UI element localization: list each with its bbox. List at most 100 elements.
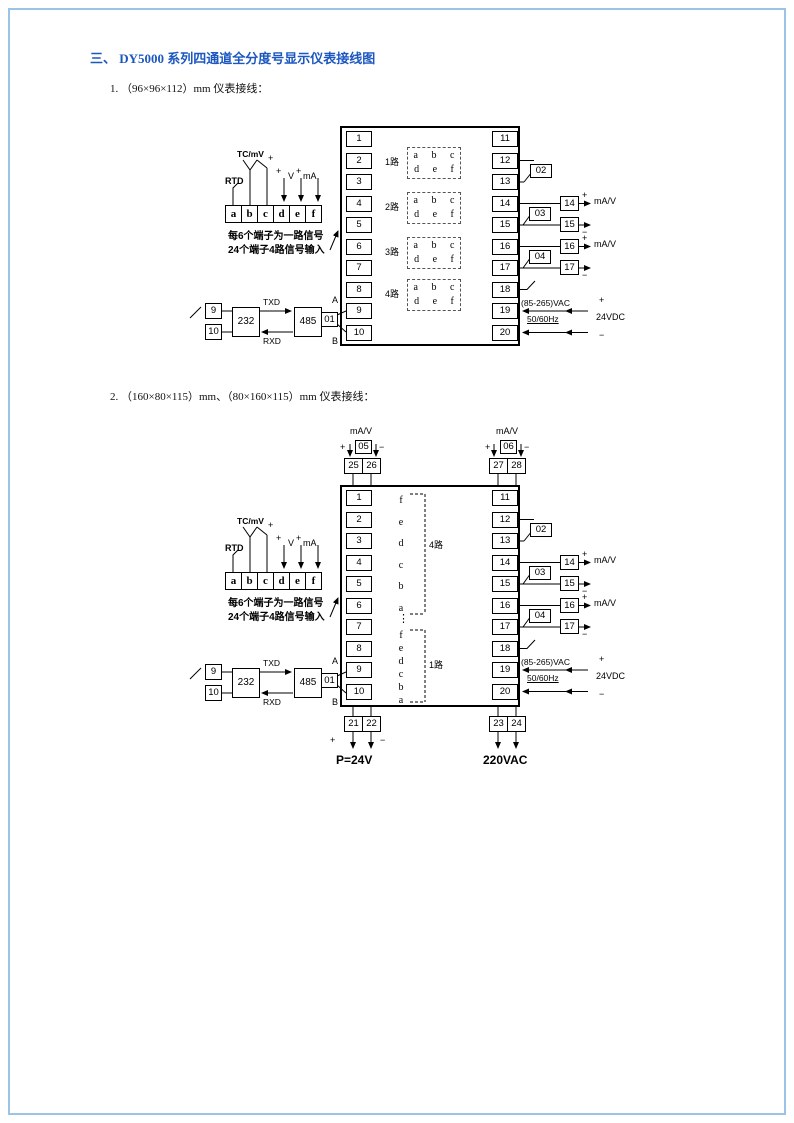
terminal: 3 [346, 174, 372, 190]
channel-row: a b c [413, 195, 455, 206]
list-item-1: 1. （96×96×112）mm 仪表接线： [110, 83, 269, 95]
terminal: 19 [492, 662, 518, 678]
output-terminal: 17 [560, 260, 579, 275]
polarity-plus: + [296, 166, 302, 176]
output-06-box: 06 [500, 440, 517, 454]
polarity-minus: − [380, 735, 386, 745]
letter: e [398, 516, 404, 528]
polarity-minus: − [582, 270, 588, 280]
relay-02-box: 02 [530, 164, 552, 178]
d1-input-strip: a b c d e f [225, 205, 322, 223]
ma-v-label: mA/V [594, 196, 617, 206]
channel-box: a b c d e f [407, 147, 461, 179]
ma-input-label: mA [303, 171, 317, 181]
caption-line: 每6个端子为一路信号 [228, 231, 324, 242]
strip-terminal: e [289, 205, 306, 223]
group-4-label: 4路 [429, 540, 444, 550]
channel-box: a b c d e f [407, 279, 461, 311]
channel-row: d e f [414, 164, 454, 175]
polarity-minus: − [379, 442, 385, 452]
channel-label: 4路 [385, 289, 400, 299]
terminal: 13 [492, 174, 518, 190]
terminal: 10 [346, 324, 372, 341]
terminal: 12 [492, 511, 518, 528]
tc-label: TC/mV [237, 516, 264, 526]
channel-row: d e f [414, 296, 454, 307]
d2-wires [189, 444, 591, 749]
rtd-label: RTD [225, 176, 244, 186]
line-b-label: B [332, 336, 339, 346]
strip-terminal: c [257, 572, 274, 590]
txd-label: TXD [263, 297, 280, 307]
polarity-plus: + [268, 153, 274, 163]
rs232-pin-box: 9 [205, 303, 222, 319]
terminal: 13 [492, 533, 518, 549]
strip-terminal: a [225, 205, 242, 223]
terminal: 20 [492, 324, 518, 341]
terminal: 9 [346, 303, 372, 319]
output-05-box: 05 [355, 440, 372, 454]
address-box: 01 [321, 312, 338, 327]
strip-terminal: f [305, 205, 322, 223]
terminal: 14 [492, 195, 518, 212]
terminal: 4 [346, 554, 372, 571]
polarity-plus: + [582, 233, 588, 243]
letters-column-top: f e d c b a [394, 490, 408, 619]
v-input-label: V [288, 171, 295, 181]
polarity-plus: + [330, 735, 336, 745]
terminal: 8 [346, 640, 372, 657]
d1-wires [189, 159, 591, 336]
line-b-label: B [332, 697, 339, 707]
vac-label: (85-265)VAC [521, 298, 570, 308]
polarity-minus: − [599, 689, 605, 699]
channel-label: 1路 [385, 157, 400, 167]
p24v-label: P=24V [336, 753, 373, 767]
terminal: 1 [346, 131, 372, 147]
terminal: 10 [346, 683, 372, 700]
terminal-23-box: 23 [489, 716, 508, 732]
ma-v-label: mA/V [594, 239, 617, 249]
rs232-box: 232 [232, 668, 260, 698]
polarity-minus: − [582, 227, 588, 237]
polarity-plus: + [582, 592, 588, 602]
terminal: 11 [492, 490, 518, 506]
terminal: 9 [346, 662, 372, 678]
relay-02-box: 02 [530, 523, 552, 537]
terminal: 19 [492, 303, 518, 319]
channel-label: 2路 [385, 202, 400, 212]
ellipsis: ⋮ [398, 613, 409, 625]
list-item-2: 2. （160×80×115）mm、（80×160×115）mm 仪表接线： [110, 391, 375, 403]
terminal: 4 [346, 195, 372, 212]
terminal: 16 [492, 597, 518, 614]
vac-label: (85-265)VAC [521, 657, 570, 667]
terminal: 15 [492, 576, 518, 592]
terminal: 5 [346, 576, 372, 592]
polarity-plus: + [599, 654, 605, 664]
terminal: 7 [346, 260, 372, 276]
terminal: 11 [492, 131, 518, 147]
section-heading: 三、 DY5000 系列四通道全分度号显示仪表接线图 [90, 51, 376, 66]
group-1-label: 1路 [429, 660, 444, 670]
terminal: 17 [492, 260, 518, 276]
terminal: 6 [346, 238, 372, 255]
caption-line: 每6个端子为一路信号 [228, 598, 324, 609]
letter: d [398, 656, 404, 667]
polarity-plus: + [340, 442, 346, 452]
caption-line: 24个端子4路信号输入 [228, 245, 325, 256]
ma-v-label: mA/V [594, 555, 617, 565]
freq-label: 50/60Hz [527, 314, 559, 324]
d1-terminal-column-right: 11 12 13 14 15 16 17 18 19 20 [492, 131, 518, 341]
channel-row: d e f [414, 254, 454, 265]
terminal: 14 [492, 554, 518, 571]
strip-terminal: d [273, 205, 290, 223]
rs232-pin-box: 9 [205, 664, 222, 680]
ma-v-label: mA/V [496, 426, 519, 436]
letters-column-bottom: f e d c b a [394, 629, 408, 707]
polarity-plus: + [582, 190, 588, 200]
terminal: 7 [346, 619, 372, 635]
polarity-plus: + [276, 533, 282, 543]
terminal-26-box: 26 [362, 458, 381, 474]
terminal: 20 [492, 683, 518, 700]
